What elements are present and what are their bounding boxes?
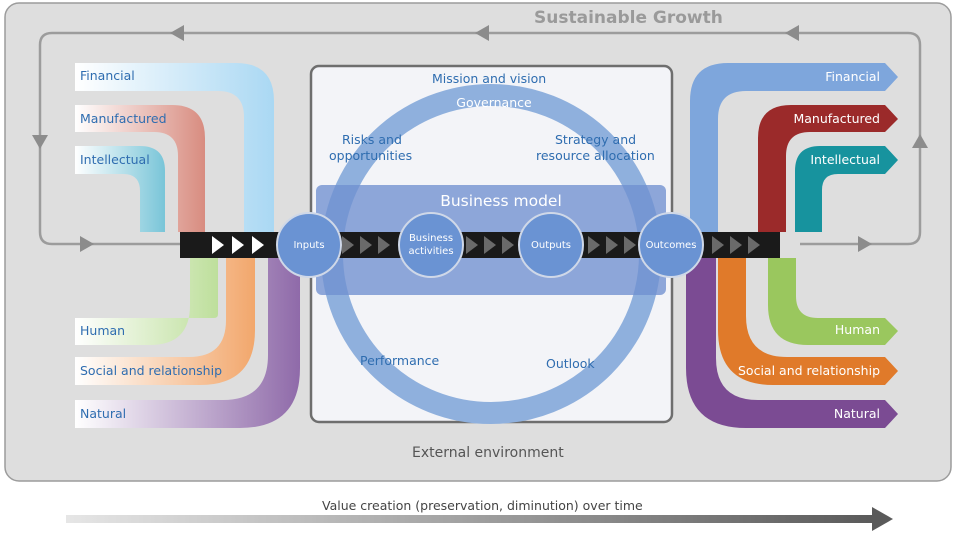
outflow-financial <box>690 63 898 232</box>
diagram-title: Sustainable Growth <box>534 8 723 28</box>
output-capital-social: Social and relationship <box>738 363 880 378</box>
input-capital-human: Human <box>80 323 126 338</box>
input-capital-financial: Financial <box>80 68 135 83</box>
outflow-social <box>718 258 898 385</box>
performance-label: Performance <box>360 353 440 368</box>
strategy-label-line1: Strategy and <box>555 132 637 147</box>
loop-arrow <box>80 236 94 252</box>
outflow-natural <box>686 258 898 428</box>
inputs-circle <box>276 212 342 278</box>
value-creation-label: Value creation (preservation, diminution… <box>322 498 643 513</box>
business-model-label: Business model <box>440 192 562 210</box>
external-environment-label: External environment <box>412 445 564 461</box>
loop-arrow <box>475 25 489 41</box>
business-activities-circle <box>398 212 464 278</box>
outflow-intellectual <box>795 146 898 232</box>
timeline-arrowhead <box>872 507 893 531</box>
business-activities-label-line1: Business <box>408 233 454 244</box>
input-capital-natural: Natural <box>80 406 127 421</box>
governance-label: Governance <box>456 95 532 110</box>
business-activities-label-line2: activities <box>408 246 454 257</box>
inflow-social <box>75 258 255 385</box>
loop-arrow <box>912 134 928 148</box>
output-capital-manufactured: Manufactured <box>793 111 880 126</box>
inflow-natural <box>75 258 300 428</box>
timeline-bar <box>66 515 874 523</box>
loop-arrow <box>32 135 48 149</box>
input-capital-manufactured: Manufactured <box>80 111 167 126</box>
loop-arrow <box>170 25 184 41</box>
inflow-intellectual <box>75 146 165 232</box>
outlook-label: Outlook <box>546 356 595 371</box>
process-chevrons <box>212 236 760 254</box>
output-capital-financial: Financial <box>825 69 880 84</box>
output-capital-human: Human <box>834 322 880 337</box>
strategy-label-line2: resource allocation <box>536 148 655 163</box>
output-capital-natural: Natural <box>833 406 880 421</box>
inflow-manufactured <box>75 105 205 232</box>
inflow-human <box>75 258 218 345</box>
inflow-financial <box>75 63 274 232</box>
outputs-label: Outputs <box>531 240 571 251</box>
risks-label-line1: Risks and <box>342 132 402 147</box>
growth-loop-left <box>38 231 200 246</box>
inputs-label: Inputs <box>293 240 325 251</box>
growth-loop-top <box>38 31 922 246</box>
loop-arrow <box>785 25 799 41</box>
outflow-manufactured <box>758 105 898 232</box>
risks-label-line2: opportunities <box>329 148 413 163</box>
outputs-circle <box>518 212 584 278</box>
input-capital-social: Social and relationship <box>80 363 222 378</box>
mission-label: Mission and vision <box>432 71 547 86</box>
output-capital-intellectual: Intellectual <box>810 152 880 167</box>
loop-arrow <box>858 236 872 252</box>
outcomes-label: Outcomes <box>645 240 697 251</box>
input-capital-intellectual: Intellectual <box>80 152 150 167</box>
outflow-human <box>768 258 898 345</box>
outcomes-circle <box>638 212 704 278</box>
